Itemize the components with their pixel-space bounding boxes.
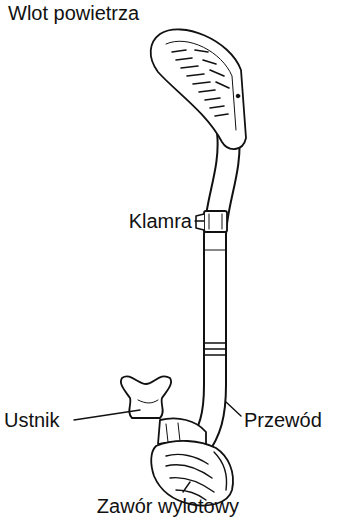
part-label: Zawór wylotowy xyxy=(97,495,239,517)
part-label: Przewód xyxy=(244,409,322,431)
part-label: Wlot powietrza xyxy=(8,2,139,24)
part-label: Klamra xyxy=(129,210,192,232)
part-label: Ustnik xyxy=(4,409,60,431)
